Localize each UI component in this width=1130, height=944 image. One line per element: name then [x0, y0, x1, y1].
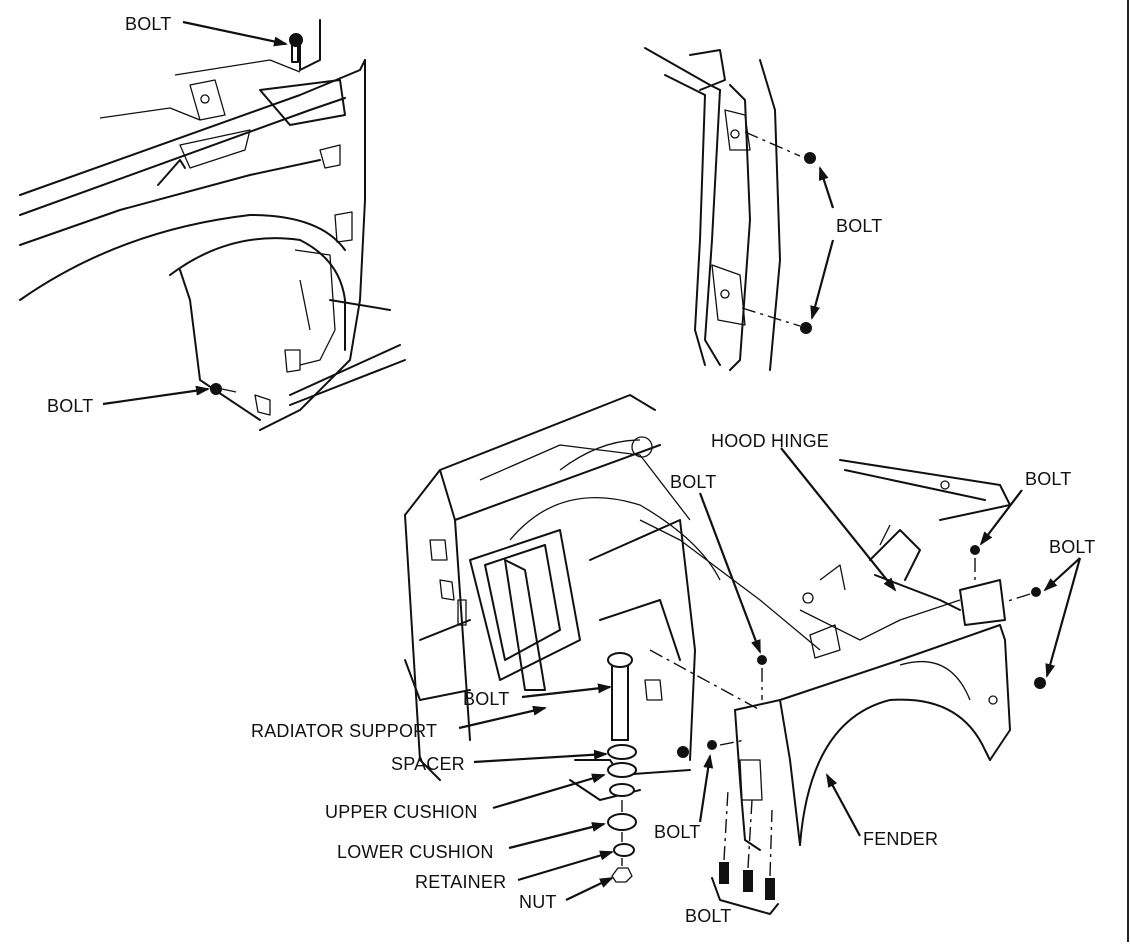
retainer-label: RETAINER	[415, 872, 507, 892]
bolt-label-hinge: BOLT	[670, 472, 717, 492]
bolt-label-mid-left: BOLT	[47, 396, 94, 416]
upper-cushion-label: UPPER CUSHION	[325, 802, 478, 822]
leader-lines	[102, 20, 1082, 901]
main-view	[404, 394, 1046, 915]
top-right-view	[644, 47, 816, 371]
bottom-bolts	[711, 789, 779, 915]
bolt-label-fender-front: BOLT	[654, 822, 701, 842]
top-left-view	[19, 19, 406, 431]
radiator-support-label: RADIATOR SUPPORT	[251, 721, 438, 741]
bolt-label-bottom: BOLT	[685, 906, 732, 926]
bolt-label-far-right-pair: BOLT	[1049, 537, 1096, 557]
lower-cushion-label: LOWER CUSHION	[337, 842, 494, 862]
bolt-label-top-right: BOLT	[836, 216, 883, 236]
nut-label: NUT	[519, 892, 557, 912]
fender-label: FENDER	[863, 829, 939, 849]
bolt-label-radiator: BOLT	[463, 689, 510, 709]
hood-hinge-label: HOOD HINGE	[711, 431, 830, 451]
spacer-label: SPACER	[391, 754, 465, 774]
bolt-label-top-left: BOLT	[125, 14, 172, 34]
bolt-label-far-right-top: BOLT	[1025, 469, 1072, 489]
